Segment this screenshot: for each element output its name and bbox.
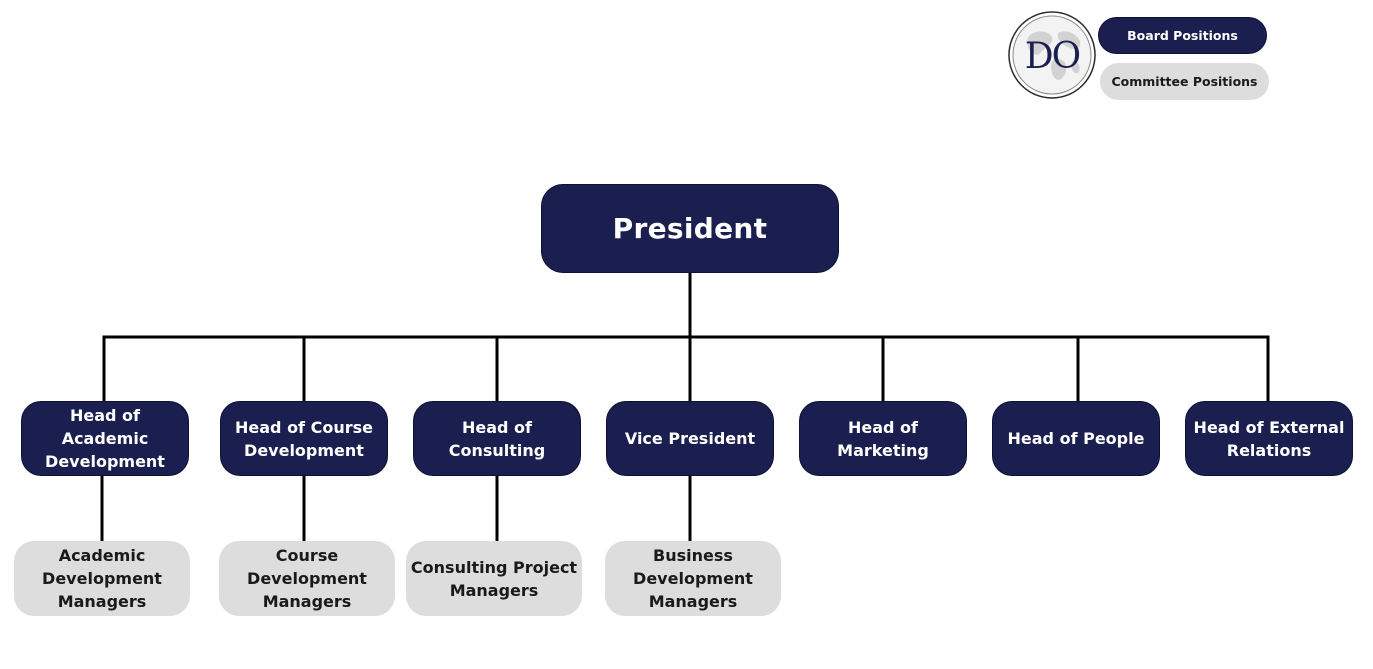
head-label: Vice President bbox=[624, 429, 756, 448]
course-development-managers-node: Course Development Managers bbox=[219, 541, 395, 616]
head-marketing-node: Head of Marketing bbox=[799, 401, 967, 476]
head-label: Head of Course Development bbox=[235, 417, 373, 460]
head-academic-development-node: Head of Academic Development bbox=[21, 401, 189, 476]
manager-label: Course Development Managers bbox=[247, 546, 367, 611]
manager-label: Business Development Managers bbox=[633, 546, 753, 611]
president-node: President bbox=[541, 184, 839, 273]
legend-committee-positions: Committee Positions bbox=[1100, 63, 1269, 100]
logo-text: DO bbox=[1025, 36, 1080, 77]
head-course-development-node: Head of Course Development bbox=[220, 401, 388, 476]
manager-label: Consulting Project Managers bbox=[410, 557, 578, 600]
legend-board-label: Board Positions bbox=[1127, 28, 1238, 43]
logo: DO bbox=[1008, 11, 1096, 99]
legend-board-positions: Board Positions bbox=[1098, 17, 1267, 54]
vice-president-node: Vice President bbox=[606, 401, 774, 476]
consulting-project-managers-node: Consulting Project Managers bbox=[406, 541, 582, 616]
head-label: Head of Marketing bbox=[837, 417, 929, 460]
head-label: Head of Consulting bbox=[448, 417, 546, 460]
head-people-node: Head of People bbox=[992, 401, 1160, 476]
head-label: Head of Academic Development bbox=[45, 406, 165, 471]
academic-development-managers-node: Academic Development Managers bbox=[14, 541, 190, 616]
head-label: Head of People bbox=[1007, 429, 1145, 448]
president-label: President bbox=[612, 212, 768, 245]
head-external-relations-node: Head of External Relations bbox=[1185, 401, 1353, 476]
globe-icon bbox=[1027, 31, 1081, 80]
head-label: Head of External Relations bbox=[1193, 417, 1345, 460]
legend-committee-label: Committee Positions bbox=[1111, 74, 1258, 89]
head-consulting-node: Head of Consulting bbox=[413, 401, 581, 476]
business-development-managers-node: Business Development Managers bbox=[605, 541, 781, 616]
manager-label: Academic Development Managers bbox=[42, 546, 162, 611]
